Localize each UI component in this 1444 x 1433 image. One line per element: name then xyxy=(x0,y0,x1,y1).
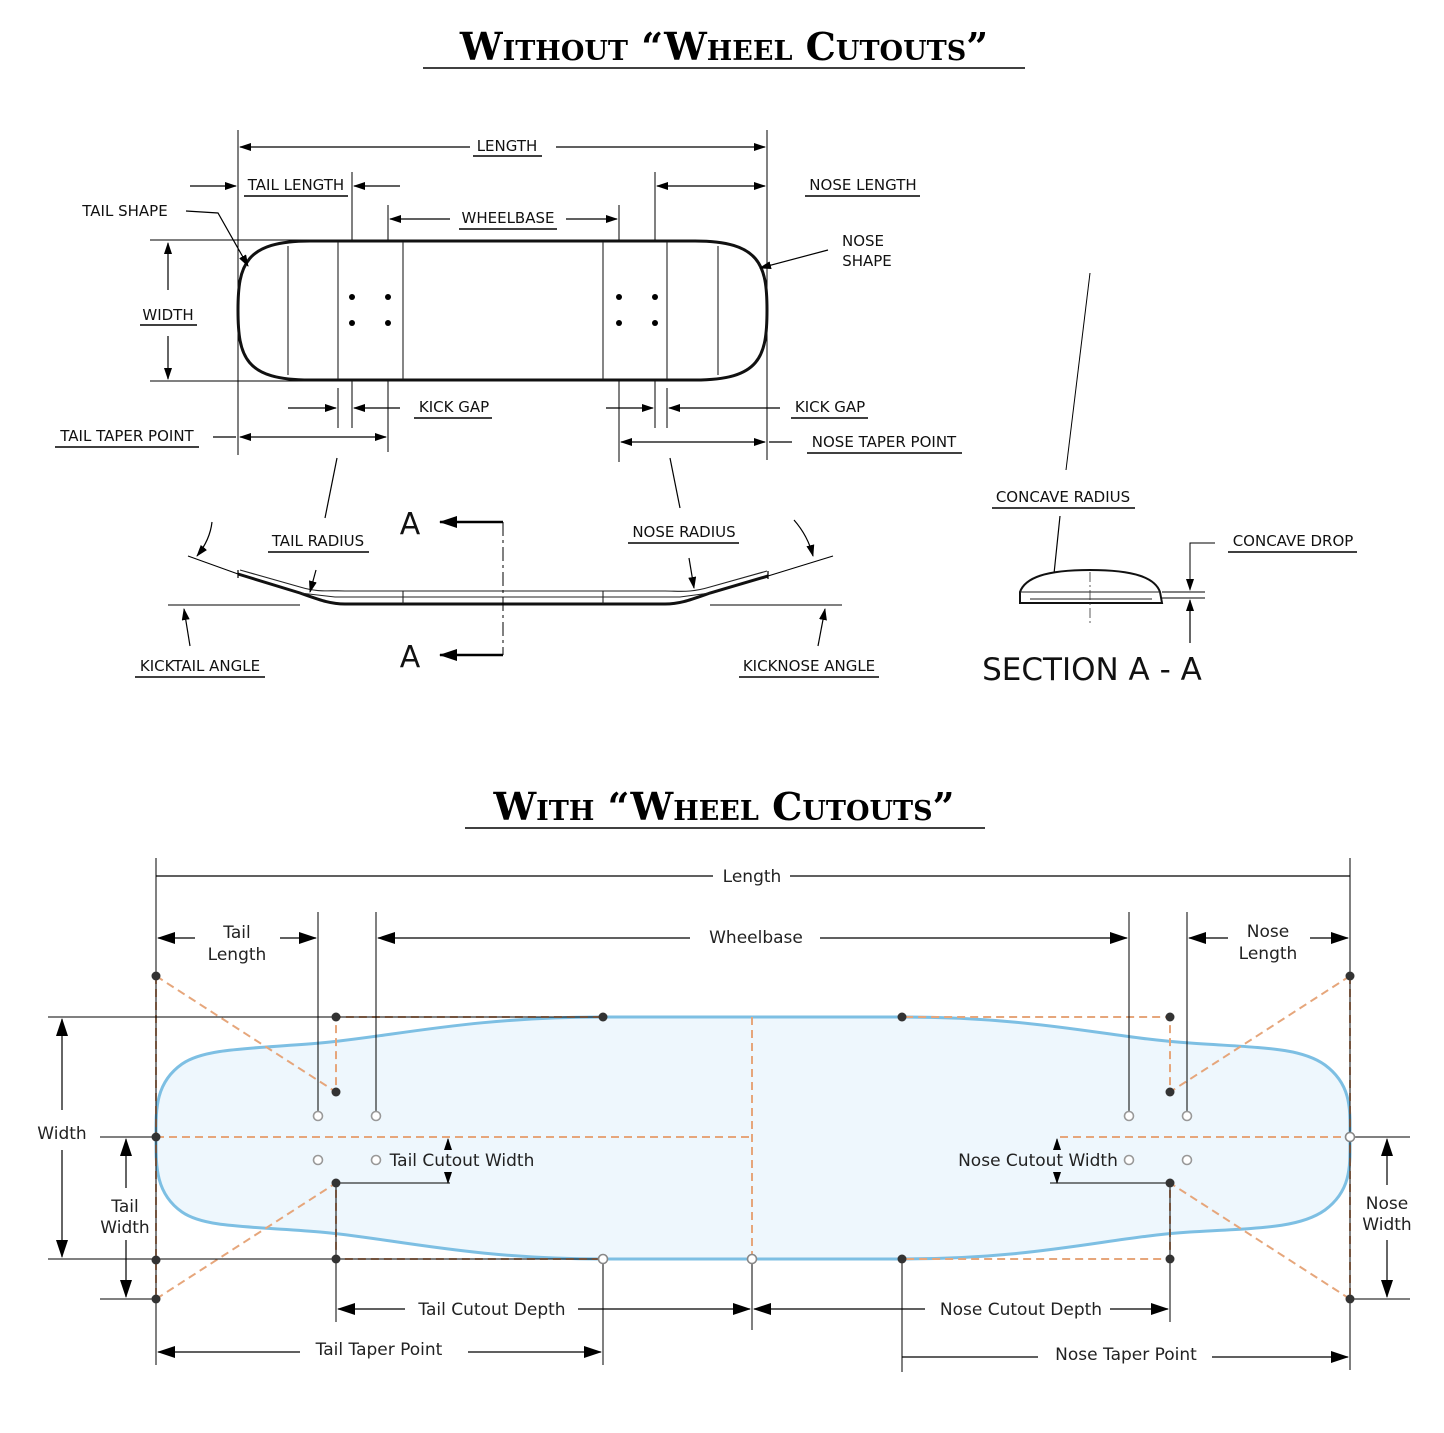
tail-taper-point-dimension-bottom: Tail Taper Point xyxy=(157,1340,602,1360)
nose-length-label: NOSE LENGTH xyxy=(809,176,916,194)
kick-gap-right-label: KICK GAP xyxy=(795,398,865,416)
tail-length-label: TAIL LENGTH xyxy=(247,176,344,194)
nose-length-dimension-bottom: Nose Length xyxy=(1188,922,1349,964)
bottom-section: With “Wheel Cutouts” xyxy=(37,784,1412,1372)
tail-cutout-depth-dimension: Tail Cutout Depth xyxy=(337,1300,751,1320)
tail-shape-callout: TAIL SHAPE xyxy=(81,202,249,267)
tail-width-label-1: Tail xyxy=(110,1197,138,1217)
nose-shape-label-1: NOSE xyxy=(842,232,884,250)
tail-cutout-depth-label: Tail Cutout Depth xyxy=(417,1300,565,1320)
section-marker-bottom: A xyxy=(400,640,421,675)
width-label: WIDTH xyxy=(142,306,193,324)
tail-shape-label: TAIL SHAPE xyxy=(81,202,167,220)
nose-radius-label: NOSE RADIUS xyxy=(632,523,735,541)
length-label: LENGTH xyxy=(477,137,538,155)
kicknose-angle-dimension: KICKNOSE ANGLE xyxy=(710,519,879,678)
nose-cutout-depth-dimension: Nose Cutout Depth xyxy=(753,1300,1169,1320)
wheelbase-label: WHEELBASE xyxy=(462,209,555,227)
section-title: SECTION A - A xyxy=(982,652,1202,688)
nose-shape-label-2: SHAPE xyxy=(842,252,892,270)
nose-taper-point-label: NOSE TAPER POINT xyxy=(812,433,957,451)
tail-radius-label: TAIL RADIUS xyxy=(271,532,364,550)
open-points xyxy=(597,1131,1356,1265)
length-label-bottom: Length xyxy=(723,867,782,887)
width-dimension: WIDTH xyxy=(140,242,197,380)
tail-length-dimension-bottom: Tail Length xyxy=(157,923,317,965)
kicktail-angle-label: KICKTAIL ANGLE xyxy=(140,657,260,675)
nose-taper-point-dimension-bottom: Nose Taper Point xyxy=(902,1345,1349,1365)
nose-width-dimension: Nose Width xyxy=(1362,1138,1412,1298)
concave-drop-label: CONCAVE DROP xyxy=(1233,532,1354,550)
bottom-extension-lines xyxy=(48,858,1410,1372)
wheelbase-dimension: WHEELBASE xyxy=(389,209,618,230)
tail-length-label-1: Tail xyxy=(222,923,250,943)
nose-shape-callout: NOSE SHAPE xyxy=(759,232,892,270)
section-cut-marker: A A xyxy=(400,507,504,675)
nose-cutout-width-dimension: Nose Cutout Width xyxy=(958,1138,1118,1184)
kicknose-angle-label: KICKNOSE ANGLE xyxy=(743,657,875,675)
nose-length-label-1: Nose xyxy=(1247,922,1289,942)
wheelbase-dimension-bottom: Wheelbase xyxy=(377,928,1128,948)
truck-mount-holes xyxy=(312,1110,1193,1166)
nose-length-dimension: NOSE LENGTH xyxy=(656,176,920,197)
tail-cutout-width-dimension: Tail Cutout Width xyxy=(389,1138,535,1184)
kicktail-angle-dimension: KICKTAIL ANGLE xyxy=(135,521,300,678)
deck-top-view xyxy=(236,239,769,382)
tail-length-label-2: Length xyxy=(208,945,267,965)
nose-cutout-width-label: Nose Cutout Width xyxy=(958,1151,1118,1171)
bottom-title: With “Wheel Cutouts” xyxy=(492,784,954,829)
wheelbase-label-bottom: Wheelbase xyxy=(709,928,803,948)
tail-width-dimension: Tail Width xyxy=(100,1138,150,1298)
width-dimension-bottom: Width xyxy=(37,1018,87,1258)
tail-width-label-2: Width xyxy=(100,1218,149,1238)
tail-taper-point-label-bottom: Tail Taper Point xyxy=(315,1340,443,1360)
deck-side-view xyxy=(237,569,769,606)
section-marker-top: A xyxy=(400,507,421,542)
length-dimension-bottom: Length xyxy=(156,867,1350,887)
length-dimension: LENGTH xyxy=(239,137,766,157)
nose-taper-point-label-bottom: Nose Taper Point xyxy=(1055,1345,1197,1365)
tail-taper-point-dimension: TAIL TAPER POINT xyxy=(55,427,387,448)
kick-gap-left-dimension: KICK GAP xyxy=(288,388,492,428)
nose-width-label-2: Width xyxy=(1362,1215,1411,1235)
nose-cutout-depth-label: Nose Cutout Depth xyxy=(940,1300,1102,1320)
nose-length-label-2: Length xyxy=(1239,944,1298,964)
width-label-bottom: Width xyxy=(37,1124,86,1144)
top-section: Without “Wheel Cutouts” xyxy=(55,24,1357,688)
section-a-a-view: CONCAVE RADIUS CONCAVE DROP SECTION A - … xyxy=(982,272,1357,688)
top-title: Without “Wheel Cutouts” xyxy=(459,24,988,69)
key-points xyxy=(151,971,1355,1304)
tail-length-dimension: TAIL LENGTH xyxy=(190,176,400,197)
truck-bolt-holes xyxy=(349,294,658,326)
tail-radius-callout: TAIL RADIUS xyxy=(268,457,369,593)
nose-width-label-1: Nose xyxy=(1366,1194,1408,1214)
concave-radius-label: CONCAVE RADIUS xyxy=(996,488,1130,506)
kick-gap-left-label: KICK GAP xyxy=(419,398,489,416)
tail-cutout-width-label: Tail Cutout Width xyxy=(389,1151,535,1171)
nose-taper-point-dimension: NOSE TAPER POINT xyxy=(620,433,962,454)
nose-radius-callout: NOSE RADIUS xyxy=(628,457,739,589)
kick-gap-right-dimension: KICK GAP xyxy=(606,388,868,428)
tail-taper-point-label: TAIL TAPER POINT xyxy=(59,427,194,445)
